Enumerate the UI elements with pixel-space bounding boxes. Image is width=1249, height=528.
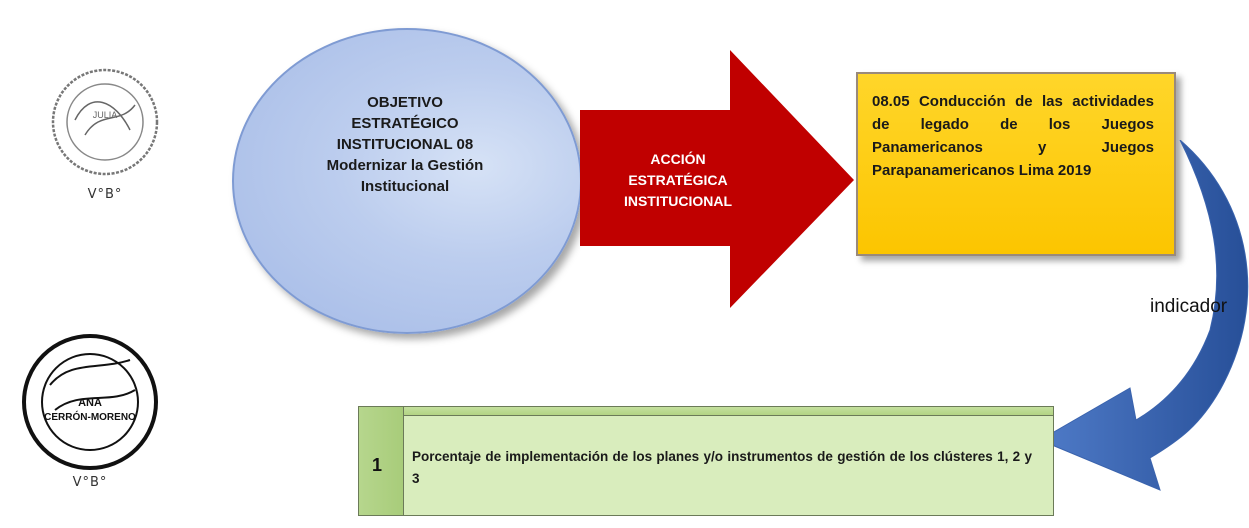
strategic-action-text: 08.05 Conducción de las actividades de l… bbox=[872, 93, 1154, 179]
objective-line: ESTRATÉGICO bbox=[351, 115, 459, 132]
action-label: ACCIÓN ESTRATÉGICA INSTITUCIONAL bbox=[606, 149, 750, 212]
right-arrow-icon bbox=[580, 50, 854, 308]
stamp-caption: V°B° bbox=[72, 475, 108, 490]
objective-line: Institucional bbox=[360, 178, 450, 195]
indicator-row-bevel bbox=[358, 406, 1054, 416]
objective-line: Modernizar la Gestión bbox=[326, 157, 484, 174]
svg-text:ANA: ANA bbox=[78, 397, 102, 409]
objective-line: OBJETIVO bbox=[367, 94, 443, 111]
curved-arrow-icon bbox=[1038, 140, 1249, 491]
indicator-text: Porcentaje de implementación de los plan… bbox=[412, 449, 1032, 486]
objective-text: OBJETIVO ESTRATÉGICO INSTITUCIONAL 08 Mo… bbox=[294, 92, 516, 197]
svg-text:JULIA: JULIA bbox=[93, 110, 118, 120]
stamp-caption: V°B° bbox=[87, 187, 123, 202]
seal-icon: ANA CERRÓN-MORENO bbox=[22, 334, 158, 470]
svg-text:CERRÓN-MORENO: CERRÓN-MORENO bbox=[44, 410, 136, 423]
approval-stamp-2: ANA CERRÓN-MORENO V°B° bbox=[10, 330, 170, 490]
seal-icon: JULIA bbox=[51, 68, 159, 176]
indicator-number: 1 bbox=[372, 455, 383, 475]
strategic-action-box: 08.05 Conducción de las actividades de l… bbox=[856, 72, 1176, 256]
objective-ellipse bbox=[232, 28, 582, 334]
approval-stamp-1: JULIA V°B° bbox=[40, 60, 170, 202]
action-line: ACCIÓN bbox=[650, 151, 706, 167]
indicator-label: indicador bbox=[1150, 296, 1228, 317]
indicator-number-cell bbox=[358, 406, 404, 516]
action-line: INSTITUCIONAL bbox=[623, 193, 733, 209]
action-line: ESTRATÉGICA bbox=[628, 172, 728, 188]
objective-line: INSTITUCIONAL 08 bbox=[336, 136, 474, 153]
